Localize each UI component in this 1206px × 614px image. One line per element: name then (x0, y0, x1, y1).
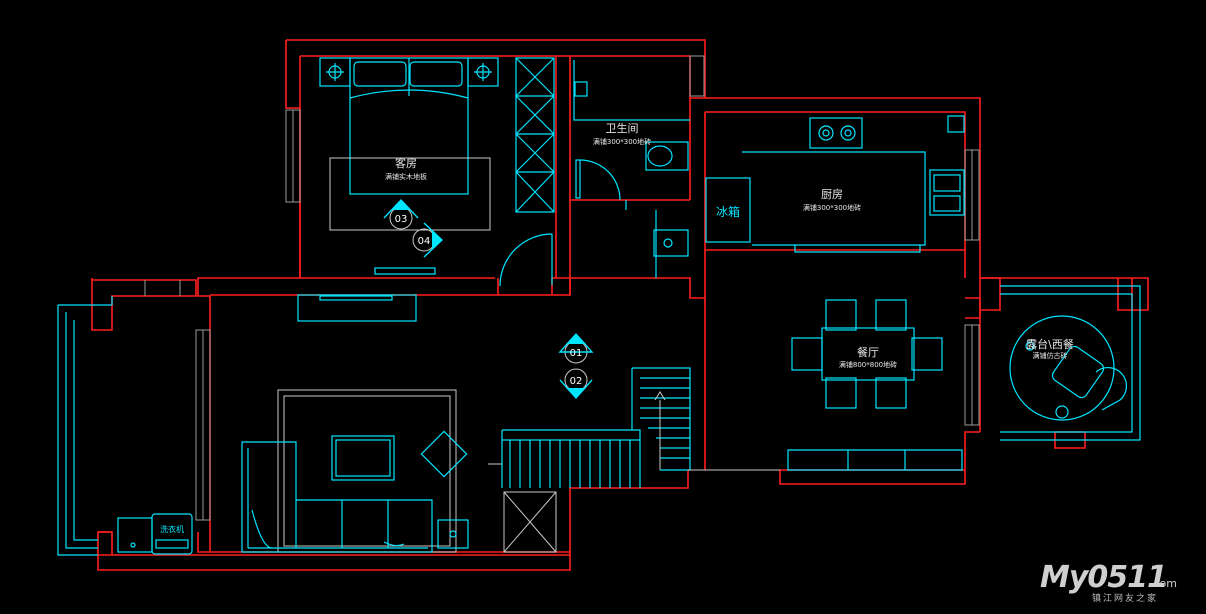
watermark-brand: My0511 (1040, 560, 1168, 595)
kitchen-name: 厨房 (821, 188, 843, 201)
windows (144, 55, 980, 521)
fridge-label: 冰箱 (716, 204, 740, 219)
outer-wall (91, 39, 1149, 571)
marker-label: 03 (395, 214, 408, 225)
room-labels: 客房 满铺实木地板 卫生间 满铺300*300地砖 厨房 满铺300*300地砖… (160, 121, 1074, 534)
bathroom-name: 卫生间 (606, 121, 639, 135)
kitchen-note: 满铺300*300地砖 (803, 203, 861, 212)
dining-note: 满铺800*800地砖 (839, 360, 897, 369)
guest-room-name: 客房 (395, 156, 417, 170)
guest-room-note: 满铺实木地板 (385, 172, 427, 181)
terrace-note: 满铺仿古砖 (1033, 351, 1068, 360)
terrace-name: 露台\西餐 (1026, 337, 1074, 351)
marker-01: 01 (558, 332, 594, 364)
marker-04: 04 (412, 222, 444, 258)
fixtures (57, 57, 1141, 556)
view-markers: 01 02 03 04 (383, 198, 594, 400)
watermark-caption: 镇江网友之家 (1092, 594, 1159, 604)
marker-03: 03 (383, 198, 419, 230)
bathroom-note: 满铺300*300地砖 (593, 137, 651, 146)
walls (91, 39, 1149, 571)
marker-02: 02 (559, 368, 593, 400)
dining-name: 餐厅 (857, 345, 879, 359)
watermark-suffix: .com (1150, 577, 1177, 590)
marker-label: 04 (418, 236, 431, 247)
washer-label: 洗衣机 (160, 524, 184, 534)
marker-label: 02 (570, 376, 583, 387)
marker-label: 01 (570, 348, 583, 359)
